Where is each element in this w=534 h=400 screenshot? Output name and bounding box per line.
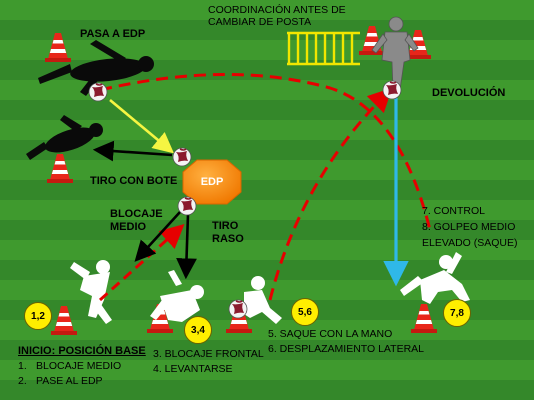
step-item: 4. LEVANTARSE	[153, 363, 233, 375]
badge-5-6: 5,6	[291, 298, 319, 326]
label-control-line2: 8. GOLPEO MEDIO	[422, 221, 516, 233]
ball-bottom	[228, 299, 248, 319]
step-item: 3. BLOCAJE FRONTAL	[153, 348, 264, 360]
label-blocaje-line2: MEDIO	[110, 220, 147, 233]
label-coordinacion-line2: CAMBIAR DE POSTA	[208, 16, 312, 29]
white-goalkeeper-right	[400, 252, 470, 304]
step-item: 5. SAQUE CON LA MANO	[268, 328, 393, 340]
label-blocaje-line1: BLOCAJE	[110, 208, 163, 220]
edp-octagon	[182, 159, 242, 205]
label-tiro-line1: TIRO	[212, 220, 239, 232]
badge-7-8: 7,8	[443, 299, 471, 327]
goalkeeper-standing-silhouette	[371, 16, 419, 91]
label-tiro-raso: TIRO RASO	[212, 220, 244, 245]
badge-3-4: 3,4	[184, 316, 212, 344]
ball-top-left	[88, 82, 108, 102]
badge-1-2: 1,2	[24, 302, 52, 330]
label-coordinacion-line1: COORDINACIÓN ANTES DE	[208, 4, 346, 16]
step-item: 6. DESPLAZAMIENTO LATERAL	[268, 343, 424, 355]
steps-5-6: 5. SAQUE CON LA MANO 6. DESPLAZAMIENTO L…	[268, 327, 424, 357]
inicio-block: INICIO: POSICIÓN BASE 1.BLOCAJE MEDIO 2.…	[18, 344, 146, 389]
inicio-item: 2.PASE AL EDP	[18, 375, 103, 387]
white-goalkeeper-center	[150, 270, 204, 322]
steps-3-4: 3. BLOCAJE FRONTAL 4. LEVANTARSE	[153, 347, 264, 377]
black-tiro-raso-arrow	[176, 213, 197, 280]
label-tiro-line2: RASO	[212, 232, 244, 245]
agility-ladder	[287, 31, 360, 66]
inicio-item: 1.BLOCAJE MEDIO	[18, 360, 122, 372]
edp-label: EDP	[200, 176, 224, 188]
label-blocaje-medio: BLOCAJE MEDIO	[110, 208, 163, 233]
red-dashed-saque-arrow	[268, 87, 393, 301]
label-control-line3: ELEVADO (SAQUE)	[422, 237, 518, 249]
label-tiro-con-bote: TIRO CON BOTE	[90, 175, 178, 187]
label-control-golpeo: 7. CONTROL 8. GOLPEO MEDIO ELEVADO (SAQU…	[422, 203, 518, 251]
label-devolucion: DEVOLUCIÓN	[432, 87, 506, 99]
black-tiro-con-bote-arrow	[92, 140, 173, 162]
inicio-title: INICIO: POSICIÓN BASE	[18, 345, 146, 357]
yellow-pass-arrow	[109, 99, 174, 154]
label-pasa-a-edp: PASA A EDP	[80, 28, 146, 40]
label-control-line1: 7. CONTROL	[422, 205, 486, 217]
red-dashed-long-arc	[99, 73, 432, 231]
white-goalkeeper-left	[70, 260, 112, 324]
ball-goalkeeper-right	[382, 80, 402, 100]
red-dashed-pase-arrow	[98, 223, 185, 302]
label-coordinacion: COORDINACIÓN ANTES DE CAMBIAR DE POSTA	[208, 4, 346, 28]
shooter-silhouette	[26, 115, 103, 160]
black-blocaje-medio-arrow	[134, 211, 181, 262]
white-goalkeeper-throwing	[240, 276, 282, 324]
goalkeeper-diving-silhouette	[38, 40, 154, 96]
